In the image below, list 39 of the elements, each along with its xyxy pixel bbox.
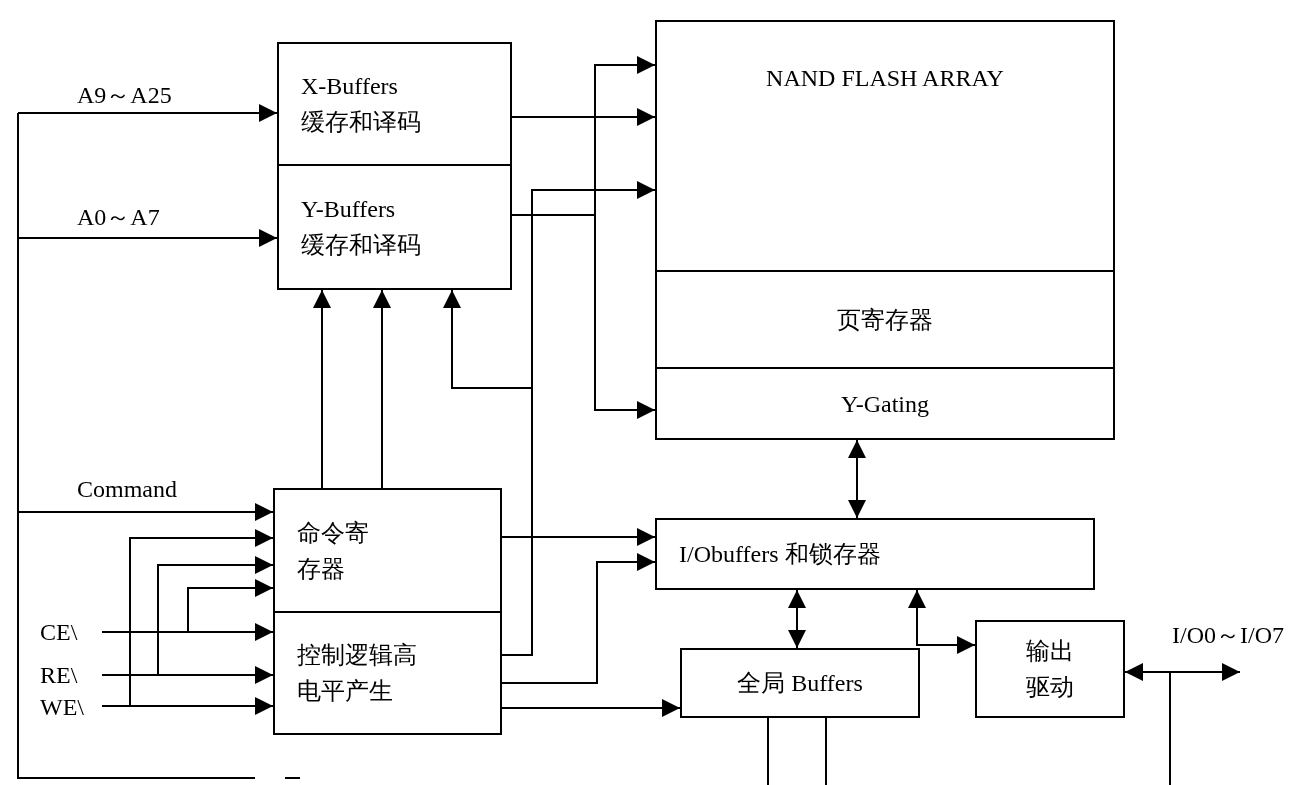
arrow [17, 104, 278, 122]
arrow [501, 699, 681, 717]
box-text: Y-Buffers [301, 195, 396, 224]
box-text: 输出驱动 [1025, 637, 1075, 702]
arrow [501, 553, 656, 684]
box-text: 全局 Buffers [737, 669, 863, 698]
box-text: 缓存和译码 [301, 108, 421, 137]
arrow [101, 666, 274, 684]
arrow [313, 289, 331, 489]
register-box [655, 270, 1115, 369]
arrow [101, 697, 274, 715]
buffer-box [680, 648, 920, 718]
box-text: I/Obuffers 和锁存器 [679, 540, 881, 569]
driver-box [975, 620, 1125, 718]
latch-box [655, 518, 1095, 590]
arrow [1124, 663, 1241, 681]
buffer-box [277, 42, 512, 166]
arrow [848, 439, 866, 519]
gating-box [655, 367, 1115, 440]
arrow [17, 503, 274, 521]
box-text: X-Buffers [301, 72, 398, 101]
logic-box [273, 611, 502, 735]
arrow [501, 528, 656, 546]
arrow [101, 623, 274, 641]
arrow [17, 229, 278, 247]
box-text: NAND FLASH ARRAY [766, 64, 1004, 93]
arrow [908, 589, 976, 654]
arrow [511, 214, 656, 419]
arrow [373, 289, 391, 489]
memory-array-box [655, 20, 1115, 272]
box-text: 页寄存器 [837, 305, 933, 335]
arrow [788, 589, 806, 649]
register-box [273, 488, 502, 613]
buffer-box [277, 164, 512, 290]
box-text: 命令寄存器 [297, 518, 370, 584]
box-text: 控制逻辑高电平产生 [297, 641, 418, 706]
box-text: Y-Gating [841, 389, 929, 419]
box-text: 缓存和译码 [301, 231, 421, 260]
arrow [511, 108, 656, 126]
